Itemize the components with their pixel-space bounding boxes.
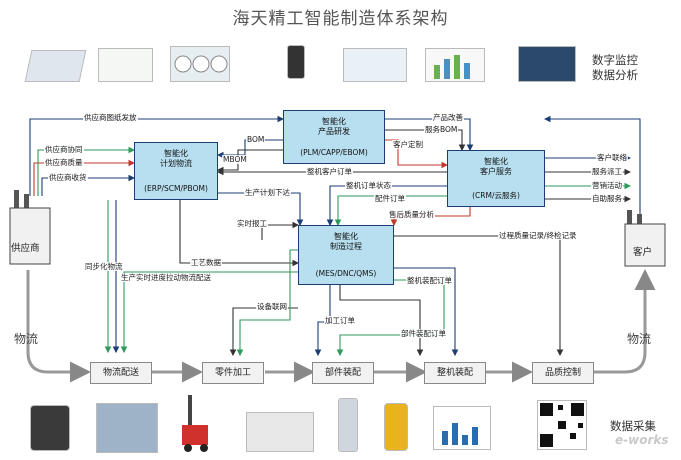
label-bom: BOM xyxy=(246,135,266,144)
supplier-node: 供应商 xyxy=(8,190,52,268)
label-production-plan: 生产计划下达 xyxy=(244,188,291,197)
plm-name-1: 智能化 xyxy=(322,117,346,126)
watermark-logo: e-works xyxy=(615,433,669,447)
label-service-bom: 服务BOM xyxy=(424,125,459,134)
forklift-image xyxy=(178,395,214,453)
label-assembly-order: 整机装配订单 xyxy=(406,276,453,285)
top-caption-2: 数据分析 xyxy=(592,68,638,82)
erp-name-1: 智能化 xyxy=(164,149,188,158)
plm-system: (PLM/CAPP/EBOM) xyxy=(300,148,368,157)
supplier-label: 供应商 xyxy=(11,243,40,254)
chart-screen-image xyxy=(425,48,485,82)
data-chart-image xyxy=(433,406,491,450)
monitor-screen-image xyxy=(343,48,407,82)
label-supplier-quality: 供应商质量 xyxy=(44,158,84,167)
label-self-service: 自助服务 xyxy=(591,194,623,203)
crm-name-2: 客户服务 xyxy=(480,167,512,176)
plm-name-2: 产品研发 xyxy=(318,127,350,136)
step-machine-assembly: 整机装配 xyxy=(424,362,486,384)
label-machining-order: 加工订单 xyxy=(324,316,356,325)
label-customer-contact: 客户联络 xyxy=(596,153,628,162)
label-service-dispatch: 服务派工 xyxy=(591,167,623,176)
customer-label: 客户 xyxy=(633,247,653,258)
diagram-title: 海天精工智能制造体系架构 xyxy=(232,9,449,29)
erp-name-2: 计划物流 xyxy=(160,159,192,168)
label-device-network: 设备联网 xyxy=(256,302,288,311)
label-supplier-drawing: 供应商图纸发放 xyxy=(83,113,138,122)
label-marketing: 营销活动 xyxy=(591,181,623,190)
erp-box: 智能化 计划物流 (ERP/SCM/PBOM) xyxy=(134,142,218,200)
qr-code-image xyxy=(537,400,587,450)
customer-node: 客户 xyxy=(623,210,667,268)
mes-name-2: 制造过程 xyxy=(330,242,362,251)
step-logistics-delivery: 物流配送 xyxy=(90,362,152,384)
warehouse-image xyxy=(96,403,158,453)
label-process-data: 工艺数据 xyxy=(190,258,222,267)
bottom-caption: 数据采集 xyxy=(610,419,656,433)
rugged-phone-image xyxy=(384,403,408,451)
crm-system: (CRM/云服务) xyxy=(472,191,520,200)
tablet-hands-image xyxy=(518,46,576,82)
logistics-label-left: 物流 xyxy=(14,332,39,346)
gauge-screen-image xyxy=(170,46,230,82)
label-mbom: MBOM xyxy=(222,155,248,164)
logistics-label-right: 物流 xyxy=(627,332,652,346)
kiosk-terminal-image xyxy=(338,398,358,452)
label-order-status: 整机订单状态 xyxy=(345,181,392,190)
crm-name-1: 智能化 xyxy=(484,157,508,166)
tablet-image xyxy=(24,50,87,82)
label-parts-order: 配件订单 xyxy=(374,194,406,203)
label-quality-record: 过程质量记录/终检记录 xyxy=(498,231,578,240)
step-component-assembly: 部件装配 xyxy=(312,362,374,384)
plm-box: 智能化 产品研发 (PLM/CAPP/EBOM) xyxy=(283,110,385,164)
mes-system: (MES/DNC/QMS) xyxy=(315,269,377,278)
step-quality-control: 品质控制 xyxy=(532,362,594,384)
mes-name-1: 智能化 xyxy=(334,232,358,241)
step-part-machining: 零件加工 xyxy=(202,362,264,384)
label-supplier-collab: 供应商协同 xyxy=(44,145,84,154)
top-caption-1: 数字监控 xyxy=(592,53,638,67)
label-parts-assembly-order: 部件装配订单 xyxy=(400,329,447,338)
label-custom-order: 客户定制 xyxy=(392,140,424,149)
label-realtime-report: 实时报工 xyxy=(236,219,268,228)
erp-system: (ERP/SCM/PBOM) xyxy=(144,184,208,193)
label-sync-logistics: 同步化物流 xyxy=(84,262,124,271)
machine-tool-image xyxy=(246,412,314,452)
dashboard-screen-image xyxy=(98,48,153,82)
smartphone-image xyxy=(287,45,305,79)
label-progress-logistics: 生产实时进度拉动物流配送 xyxy=(120,273,212,282)
mes-box: 智能化 制造过程 (MES/DNC/QMS) xyxy=(298,225,394,285)
label-machine-order: 整机客户订单 xyxy=(306,167,353,176)
handheld-device-image xyxy=(30,405,70,451)
label-aftersale-analysis: 售后质量分析 xyxy=(388,210,435,219)
label-supplier-receipt: 供应商收货 xyxy=(48,173,88,182)
crm-box: 智能化 客户服务 (CRM/云服务) xyxy=(447,150,545,207)
label-product-improve: 产品改善 xyxy=(432,113,464,122)
